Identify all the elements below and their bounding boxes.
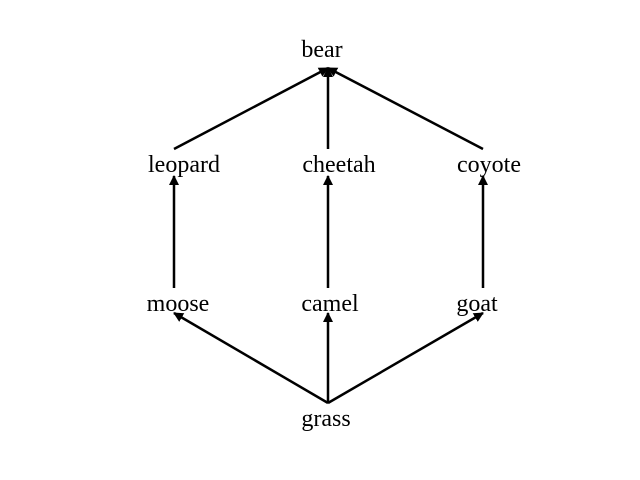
arrow-grass-to-moose <box>173 311 329 405</box>
arrow-grass-to-goat <box>327 311 484 405</box>
node-leopard: leopard <box>148 152 220 178</box>
arrow-coyote-to-bear <box>327 66 484 151</box>
arrow-leopard-to-bear <box>173 66 329 151</box>
node-grass: grass <box>301 406 350 432</box>
node-bear: bear <box>301 37 342 63</box>
edges-group <box>169 66 488 405</box>
node-moose: moose <box>147 291 210 317</box>
node-coyote: coyote <box>457 152 521 178</box>
node-goat: goat <box>456 291 498 317</box>
nodes-group: bear leopard cheetah coyote moose camel … <box>147 37 521 432</box>
node-cheetah: cheetah <box>302 152 375 178</box>
node-camel: camel <box>301 291 359 317</box>
